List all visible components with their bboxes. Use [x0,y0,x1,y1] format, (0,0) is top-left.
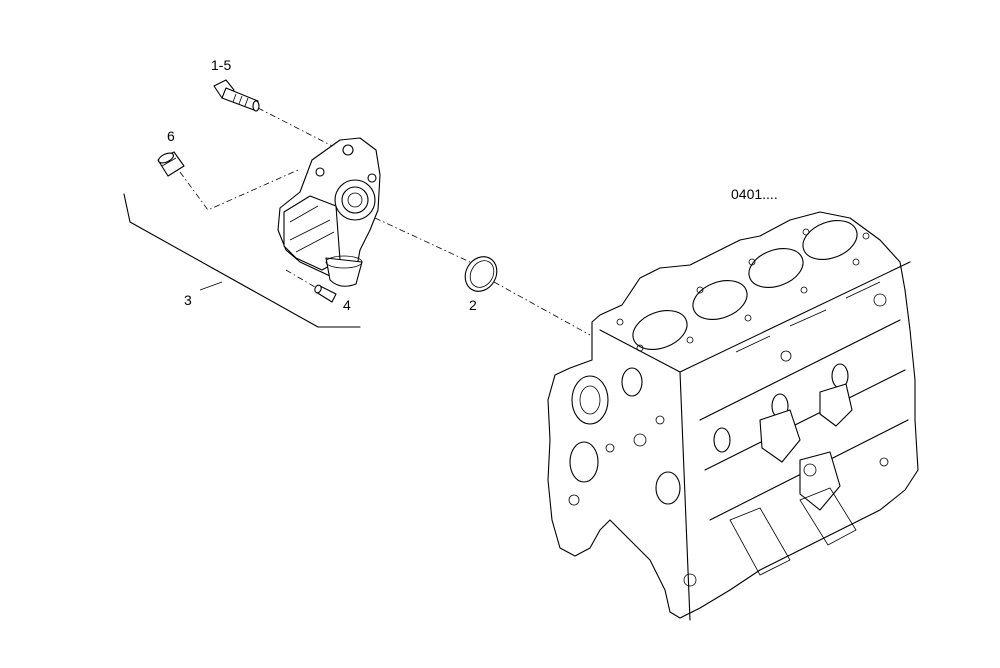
callout-pin: 4 [343,297,351,313]
plug-part [157,151,185,177]
bolt-part [213,79,260,112]
callout-engine-block-reference: 0401.... [731,186,778,202]
assembly-leader-lines [179,107,591,336]
pin-part [314,284,337,303]
group-bracket-3 [123,193,361,328]
engine-block-illustration [547,211,919,621]
callout-housing-assembly: 3 [184,292,192,308]
callout-bolt: 1-5 [211,57,232,73]
callout-seal-ring: 2 [469,297,477,313]
callout-plug: 6 [167,128,175,144]
thermostat-housing-part [277,137,381,287]
seal-ring-part [464,256,498,292]
